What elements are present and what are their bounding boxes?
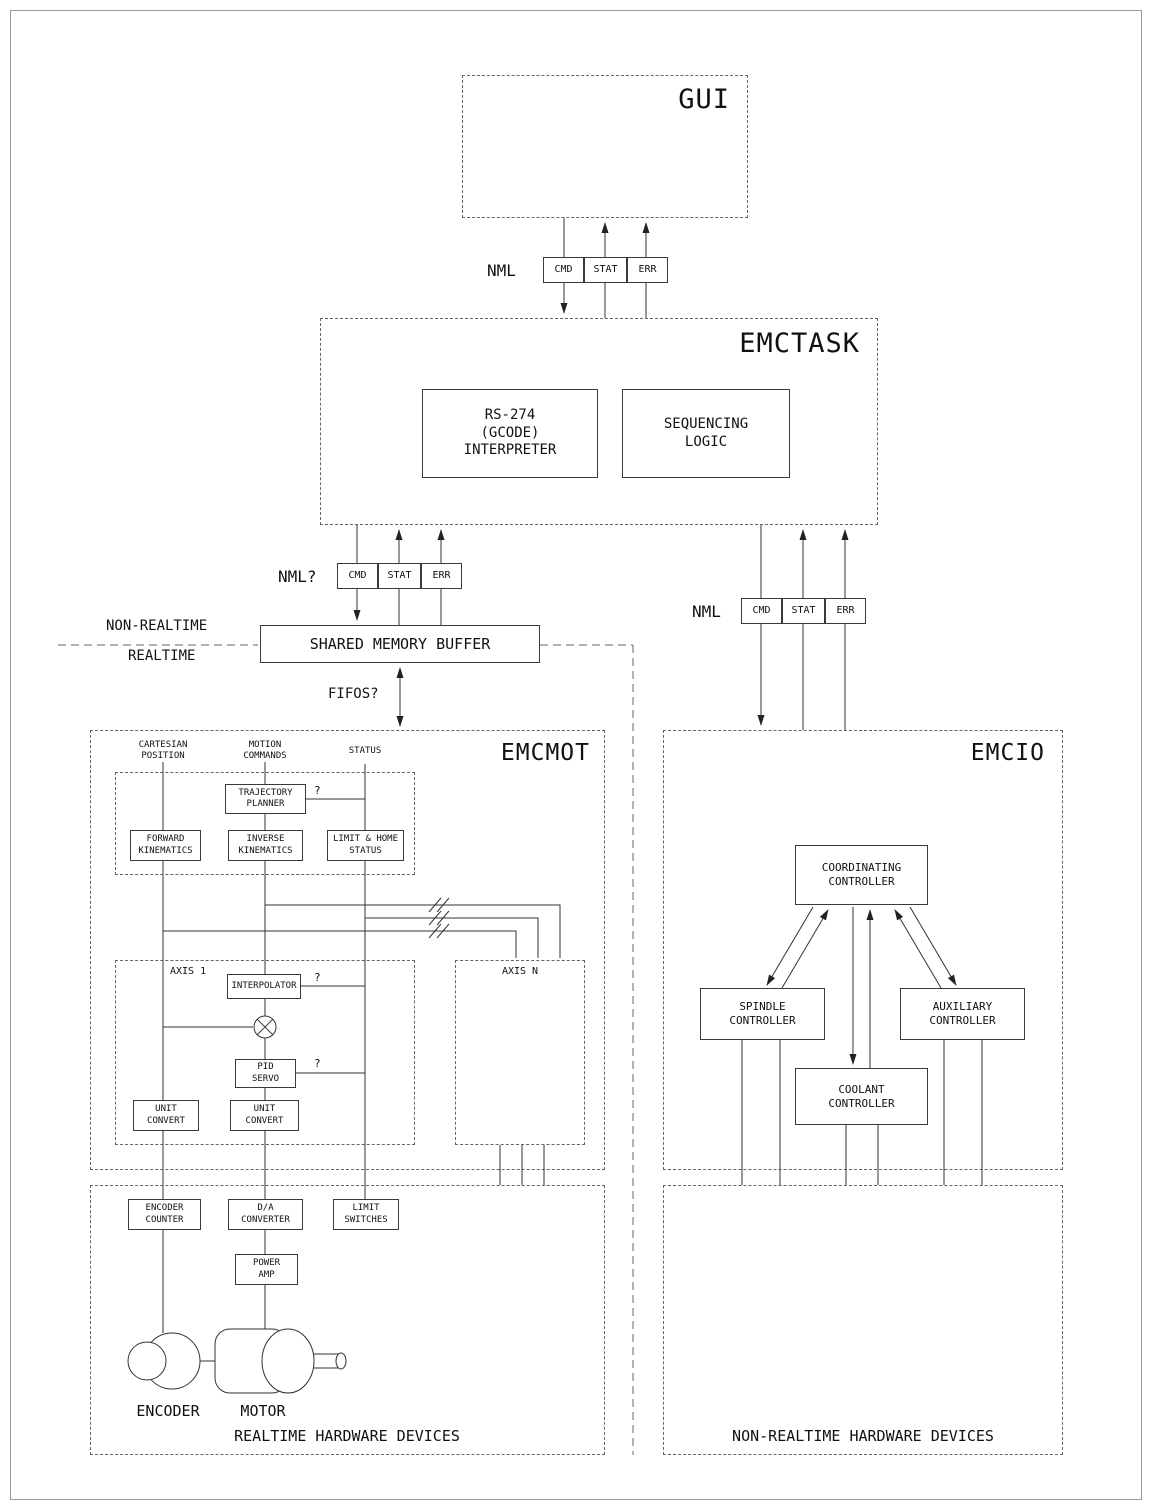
motion-commands-label: MOTION COMMANDS <box>243 740 287 761</box>
nml-top-stat-box: STAT <box>584 257 627 283</box>
shared-memory-buffer-box: SHARED MEMORY BUFFER <box>260 625 540 663</box>
gui-box <box>462 75 748 218</box>
unit-convert-left-box: UNIT CONVERT <box>133 1100 199 1131</box>
emctask-title: EMCTASK <box>739 328 860 359</box>
nml-top-err-box: ERR <box>627 257 668 283</box>
motor-label: MOTOR <box>240 1402 286 1420</box>
nml-top-label: NML <box>487 261 516 280</box>
sequencing-logic-box: SEQUENCING LOGIC <box>622 389 790 478</box>
gui-title: GUI <box>678 84 730 115</box>
inverse-kinematics-box: INVERSE KINEMATICS <box>228 830 303 861</box>
axisn-label: AXIS N <box>501 966 539 977</box>
nml-right-cmd-box: CMD <box>741 598 782 624</box>
coordinating-controller-box: COORDINATING CONTROLLER <box>795 845 928 905</box>
encoder-label: ENCODER <box>136 1402 200 1420</box>
spindle-controller-box: SPINDLE CONTROLLER <box>700 988 825 1040</box>
interpolator-box: INTERPOLATOR <box>227 974 301 999</box>
nonrealtime-hardware-box <box>663 1185 1063 1455</box>
da-converter-box: D/A CONVERTER <box>228 1199 303 1230</box>
forward-kinematics-box: FORWARD KINEMATICS <box>130 830 201 861</box>
limit-switches-box: LIMIT SWITCHES <box>333 1199 399 1230</box>
realtime-hardware-title: REALTIME HARDWARE DEVICES <box>234 1427 460 1445</box>
nml-left-err-box: ERR <box>421 563 462 589</box>
axisn-box <box>455 960 585 1145</box>
emctask-box <box>320 318 878 525</box>
nonrealtime-hardware-title: NON-REALTIME HARDWARE DEVICES <box>732 1427 994 1445</box>
nml-left-stat-box: STAT <box>378 563 421 589</box>
question-mark-trajectory: ? <box>314 784 321 797</box>
realtime-hardware-box <box>90 1185 605 1455</box>
motor-drawing <box>214 1328 347 1394</box>
encoder-counter-box: ENCODER COUNTER <box>128 1199 201 1230</box>
coolant-controller-box: COOLANT CONTROLLER <box>795 1068 928 1125</box>
fifos-label: FIFOS? <box>328 686 379 702</box>
axis1-label: AXIS 1 <box>170 966 207 977</box>
nml-top-cmd-box: CMD <box>543 257 584 283</box>
cartesian-position-label: CARTESIAN POSITION <box>138 740 188 761</box>
unit-convert-mid-box: UNIT CONVERT <box>230 1100 299 1131</box>
rs274-interpreter-box: RS-274 (GCODE) INTERPRETER <box>422 389 598 478</box>
nml-left-cmd-box: CMD <box>337 563 378 589</box>
nml-right-stat-box: STAT <box>782 598 825 624</box>
power-amp-box: POWER AMP <box>235 1254 298 1285</box>
emcmot-title: EMCMOT <box>500 740 590 766</box>
emcio-title: EMCIO <box>970 740 1045 766</box>
realtime-divider-line <box>58 644 634 1455</box>
nml-right-label: NML <box>692 602 721 621</box>
limit-home-status-box: LIMIT & HOME STATUS <box>327 830 404 861</box>
auxiliary-controller-box: AUXILIARY CONTROLLER <box>900 988 1025 1040</box>
nml-left-label: NML? <box>278 567 317 586</box>
realtime-label: REALTIME <box>128 648 196 664</box>
status-label: STATUS <box>348 746 382 756</box>
non-realtime-label: NON-REALTIME <box>106 618 208 634</box>
pid-servo-box: PID SERVO <box>235 1059 296 1088</box>
question-mark-interpolator: ? <box>314 971 321 984</box>
page-border <box>10 10 1142 1500</box>
trajectory-planner-box: TRAJECTORY PLANNER <box>225 784 306 814</box>
encoder-drawing <box>127 1332 201 1390</box>
nml-right-err-box: ERR <box>825 598 866 624</box>
summing-junction-icon <box>253 1015 277 1039</box>
emcmot-box <box>90 730 605 1170</box>
question-mark-pid: ? <box>314 1057 321 1070</box>
emcio-box <box>663 730 1063 1170</box>
